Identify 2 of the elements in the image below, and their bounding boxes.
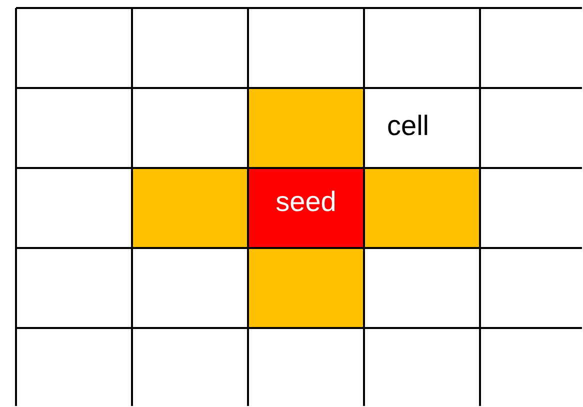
cell-label: cell — [387, 112, 429, 140]
cell-label: seed — [276, 188, 336, 216]
